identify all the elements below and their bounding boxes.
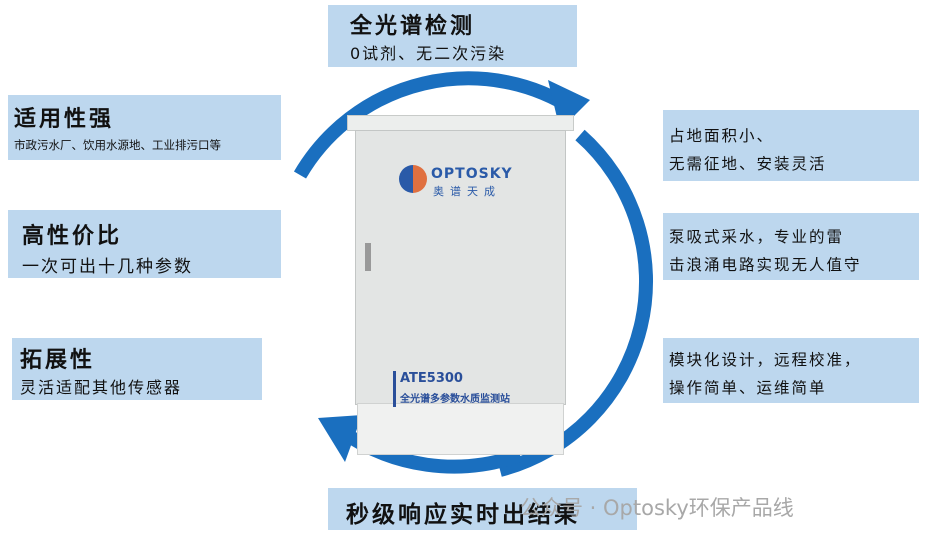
model-number: ATE5300 <box>400 371 463 386</box>
feature-title: 拓展性 <box>20 348 96 373</box>
feature-line: 操作简单、运维简单 <box>669 379 827 397</box>
feature-right-2: 泵吸式采水，专业的雷 击浪涌电路实现无人值守 <box>663 213 919 280</box>
cabinet: OPTOSKY 奥谱天成 ATE5300 全光谱多参数水质监测站 <box>347 103 574 455</box>
feature-subtitle: 市政污水厂、饮用水源地、工业排污口等 <box>14 138 221 152</box>
optosky-logo-icon <box>399 165 427 193</box>
watermark: 公众号 · Optosky环保产品线 <box>520 496 794 520</box>
cabinet-base <box>357 403 564 455</box>
feature-title: 秒级响应实时出结果 <box>346 502 580 528</box>
product-name: 全光谱多参数水质监测站 <box>400 394 510 405</box>
feature-subtitle: 0试剂、无二次污染 <box>350 44 507 63</box>
brand-name-cn: 奥谱天成 <box>433 185 501 198</box>
feature-right-1: 占地面积小、 无需征地、安装灵活 <box>663 110 919 181</box>
feature-right-3: 模块化设计，远程校准， 操作简单、运维简单 <box>663 338 919 403</box>
feature-line: 无需征地、安装灵活 <box>669 155 827 173</box>
feature-subtitle: 灵活适配其他传感器 <box>20 378 183 397</box>
feature-title: 高性价比 <box>22 224 123 249</box>
cabinet-roof <box>347 115 574 131</box>
cabinet-handle <box>365 243 371 271</box>
feature-title: 适用性强 <box>14 107 115 132</box>
feature-title: 全光谱检测 <box>350 14 476 39</box>
feature-line: 占地面积小、 <box>669 127 775 145</box>
feature-line: 泵吸式采水，专业的雷 <box>669 228 845 246</box>
feature-left-1: 适用性强 市政污水厂、饮用水源地、工业排污口等 <box>8 95 281 160</box>
feature-bottom: 秒级响应实时出结果 <box>328 488 637 530</box>
feature-top: 全光谱检测 0试剂、无二次污染 <box>328 5 577 67</box>
arrow-top-arc <box>293 71 579 179</box>
brand-name: OPTOSKY <box>431 166 513 182</box>
feature-subtitle: 一次可出十几种参数 <box>22 257 193 277</box>
feature-line: 模块化设计，远程校准， <box>669 351 862 369</box>
feature-line: 击浪涌电路实现无人值守 <box>669 256 862 274</box>
arrow-head-bottom <box>318 415 362 462</box>
model-bar <box>393 371 396 407</box>
feature-left-3: 拓展性 灵活适配其他传感器 <box>12 338 262 400</box>
feature-left-2: 高性价比 一次可出十几种参数 <box>8 210 281 278</box>
cabinet-body <box>355 130 566 405</box>
